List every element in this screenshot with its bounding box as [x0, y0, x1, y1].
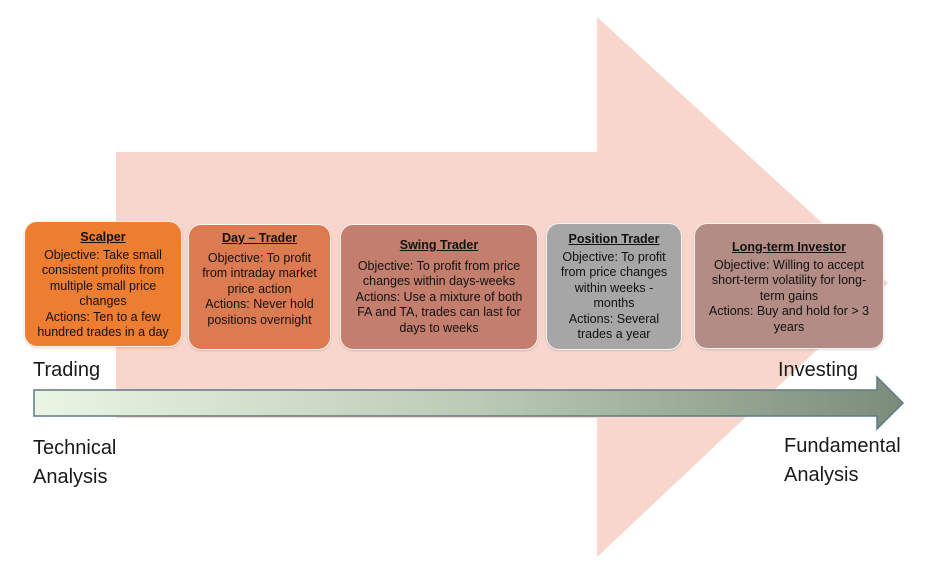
card-longterm-investor-line: short-term volatility for long-: [711, 273, 867, 287]
card-scalper-line: hundred trades in a day: [37, 325, 169, 339]
card-day-trader-line: price action: [227, 281, 292, 296]
card-swing-trader-line: changes within days-weeks: [362, 274, 516, 288]
fundamental-analysis-line: Analysis: [784, 464, 859, 486]
card-longterm-investor-line: Actions: Buy and hold for > 3: [708, 304, 870, 318]
fundamental-analysis-label: Fundamental Analysis: [784, 432, 901, 490]
card-scalper-line: multiple small price: [49, 278, 157, 293]
card-day-trader: Day – Trader Objective: To profit from i…: [188, 224, 331, 350]
card-swing-trader-line: Objective: To profit from price: [357, 258, 521, 273]
card-day-trader-line: from intraday market: [202, 266, 317, 280]
technical-analysis-label: Technical Analysis: [33, 434, 116, 492]
card-longterm-investor-title: Long-term Investor: [732, 240, 846, 254]
card-day-trader-line: positions overnight: [207, 312, 312, 327]
card-scalper: Scalper Objective: Take small consistent…: [24, 221, 182, 347]
card-position-trader-line: within weeks -: [574, 280, 654, 295]
card-longterm-investor-line: term gains: [759, 288, 819, 303]
card-swing-trader-line: Actions: Use a mixture of both: [355, 289, 523, 304]
card-day-trader-line: Actions: Never hold: [205, 297, 314, 311]
card-day-trader-line: Objective: To profit: [207, 250, 312, 265]
card-longterm-investor-line: years: [773, 319, 805, 334]
card-position-trader-title: Position Trader: [568, 232, 660, 246]
investing-label: Investing: [778, 359, 859, 381]
card-longterm-investor: Long-term Investor Objective: Willing to…: [694, 223, 884, 349]
card-position-trader-line: months: [593, 296, 635, 310]
technical-analysis-line: Analysis: [33, 466, 108, 488]
card-swing-trader-line: days to weeks: [399, 320, 479, 335]
card-scalper-line: Objective: Take small: [44, 247, 162, 262]
card-position-trader-line: Objective: To profit: [562, 249, 666, 264]
card-position-trader-line: from price changes: [560, 265, 668, 279]
card-scalper-line: consistent profits from: [41, 263, 165, 277]
card-swing-trader: Swing Trader Objective: To profit from p…: [340, 224, 538, 350]
card-scalper-line: changes: [79, 294, 127, 308]
card-scalper-line: Actions: Ten to a few: [45, 309, 161, 324]
card-day-trader-title: Day – Trader: [221, 231, 298, 245]
trading-label: Trading: [33, 359, 101, 381]
card-scalper-title: Scalper: [80, 230, 126, 244]
fundamental-analysis-line: Fundamental: [784, 435, 901, 457]
card-position-trader-line: trades a year: [577, 327, 651, 341]
card-swing-trader-line: FA and TA, trades can last for: [357, 305, 521, 319]
card-swing-trader-title: Swing Trader: [399, 238, 479, 252]
card-position-trader: Position Trader Objective: To profit fro…: [546, 223, 682, 350]
card-longterm-investor-line: Objective: Willing to accept: [713, 257, 865, 272]
card-position-trader-line: Actions: Several: [568, 311, 660, 326]
technical-analysis-line: Technical: [33, 437, 117, 459]
